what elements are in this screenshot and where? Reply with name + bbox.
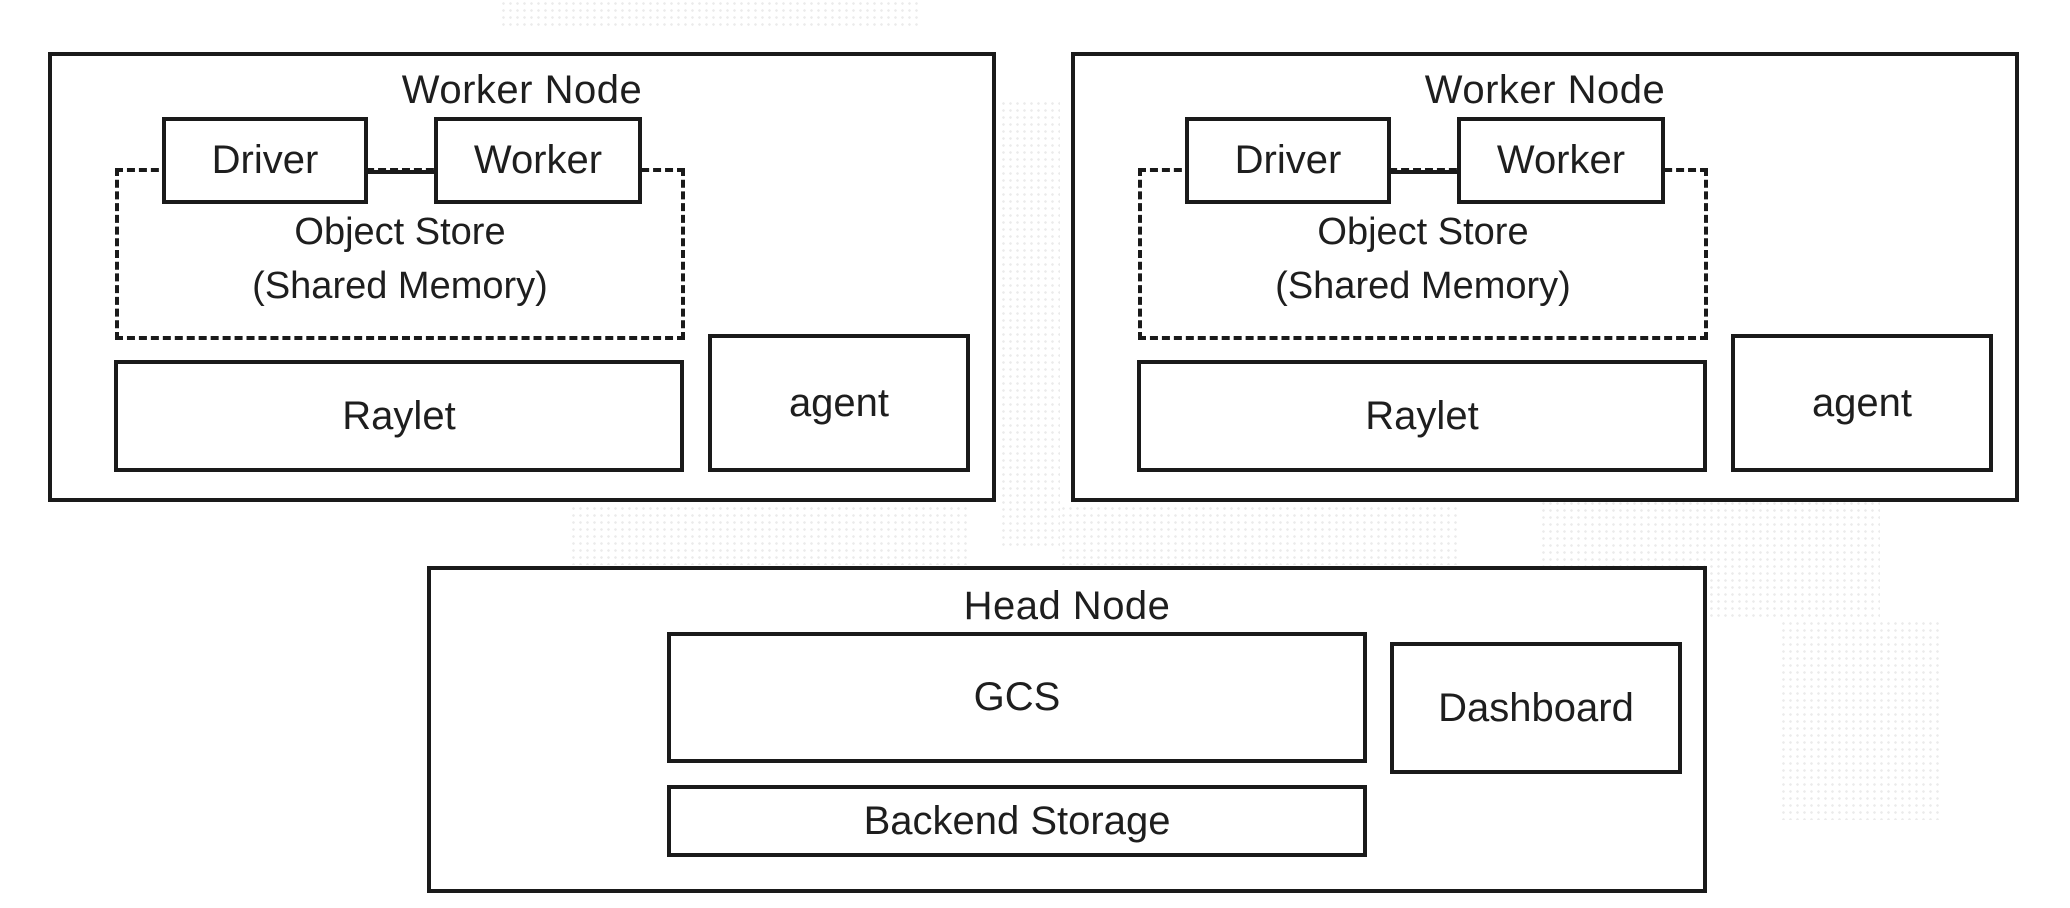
driver-label: Driver (1234, 138, 1342, 182)
object-store-2: Object Store (Shared Memory) (1138, 168, 1708, 340)
background-texture (500, 0, 920, 30)
object-store-sublabel: (Shared Memory) (1275, 265, 1571, 307)
dashboard-box: Dashboard (1390, 642, 1682, 774)
connector-line (365, 170, 437, 174)
background-texture (1780, 620, 1940, 820)
driver-box-2: Driver (1185, 117, 1391, 204)
worker-label: Worker (1496, 138, 1626, 182)
agent-label: agent (1811, 380, 1913, 425)
object-store-sublabel: (Shared Memory) (252, 265, 548, 307)
object-store-label: Object Store (1317, 211, 1529, 253)
gcs-label: GCS (973, 675, 1061, 719)
background-texture (1000, 100, 1060, 550)
agent-box-1: agent (708, 334, 970, 472)
raylet-box-2: Raylet (1137, 360, 1707, 472)
raylet-label: Raylet (342, 393, 456, 438)
dashboard-label: Dashboard (1438, 685, 1634, 730)
worker-node-title: Worker Node (1424, 68, 1666, 112)
driver-label: Driver (211, 138, 319, 182)
worker-label: Worker (473, 138, 603, 182)
worker-box-2: Worker (1457, 117, 1665, 204)
backend-storage-box: Backend Storage (667, 785, 1367, 857)
worker-node-title: Worker Node (401, 68, 643, 112)
agent-label: agent (788, 380, 890, 425)
agent-box-2: agent (1731, 334, 1993, 472)
driver-box-1: Driver (162, 117, 368, 204)
object-store-1: Object Store (Shared Memory) (115, 168, 685, 340)
raylet-label: Raylet (1365, 393, 1479, 438)
object-store-label: Object Store (294, 211, 506, 253)
head-node-title: Head Node (963, 584, 1171, 628)
gcs-box: GCS (667, 632, 1367, 763)
background-texture (570, 505, 970, 565)
worker-box-1: Worker (434, 117, 642, 204)
backend-storage-label: Backend Storage (863, 798, 1171, 843)
background-texture (1060, 505, 1460, 565)
raylet-box-1: Raylet (114, 360, 684, 472)
connector-line (1388, 170, 1460, 174)
